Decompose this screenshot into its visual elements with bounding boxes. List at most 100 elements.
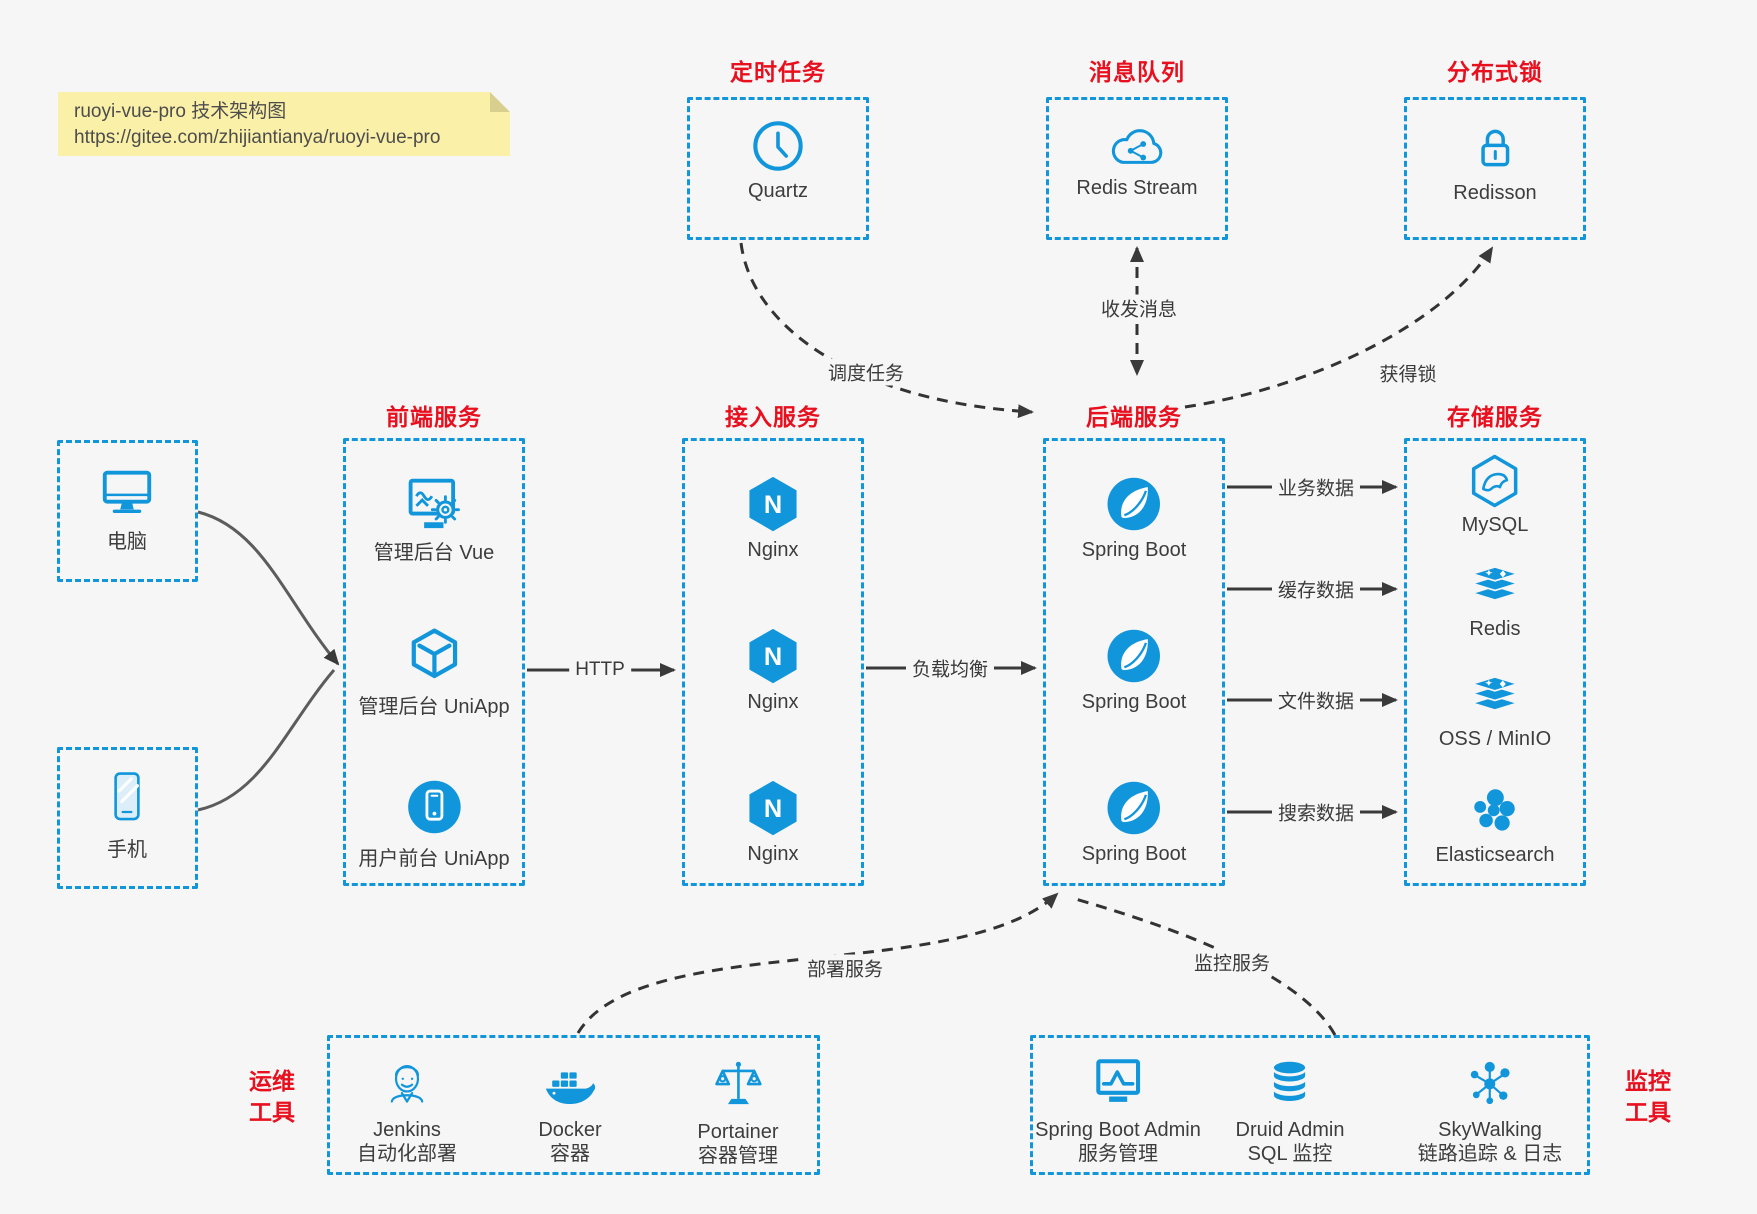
edge-label-acquire-lock: 获得锁 [1373, 359, 1443, 387]
nginx-letter: N [764, 795, 782, 823]
spring-boot-node: Spring Boot [1081, 778, 1187, 866]
spring-boot-admin-desc: 服务管理 [1078, 1143, 1158, 1165]
mobile-client-box [57, 747, 198, 889]
gateway-group-title: 接入服务 [725, 404, 821, 430]
spring-boot-admin-node: Spring Boot Admin 服务管理 [1035, 1054, 1201, 1166]
admin-uniapp-label: 管理后台 UniApp [358, 696, 510, 718]
portainer-label: Portainer [697, 1121, 779, 1143]
portainer-desc: 容器管理 [698, 1145, 778, 1167]
monitoring-title-line1: 监控 [1625, 1068, 1671, 1094]
jenkins-icon [390, 1065, 424, 1103]
edge-label-search-data: 搜索数据 [1271, 798, 1361, 826]
elasticsearch-label: Elasticsearch [1435, 844, 1555, 866]
edge-label-business-data: 业务数据 [1271, 473, 1361, 501]
nginx-letter: N [764, 491, 782, 519]
desktop-client-label: 电脑 [107, 531, 147, 553]
spring-boot-label: Spring Boot [1081, 539, 1187, 561]
cloud-stream-icon [1111, 129, 1162, 164]
druid-admin-desc: SQL 监控 [1247, 1143, 1333, 1165]
note-title: ruoyi-vue-pro 技术架构图 [74, 101, 287, 122]
monitor-pulse-icon [1096, 1059, 1140, 1102]
quartz-node: Quartz [748, 117, 808, 203]
edge-label-load-balance: 负载均衡 [905, 654, 995, 682]
mq-group-box [1046, 97, 1228, 240]
nginx-label: Nginx [747, 843, 799, 865]
note-url: https://gitee.com/zhijiantianya/ruoyi-vu… [74, 127, 441, 148]
jenkins-node: Jenkins 自动化部署 [357, 1056, 457, 1166]
admin-uniapp-node: 管理后台 UniApp [358, 625, 510, 719]
cube-icon [411, 628, 457, 679]
lock-group-box [1404, 97, 1586, 240]
elasticsearch-icon [1474, 789, 1516, 831]
oss-minio-node: OSS / MinIO [1439, 671, 1551, 751]
mysql-label: MySQL [1461, 514, 1529, 536]
spring-boot-label: Spring Boot [1081, 691, 1187, 713]
redis-node: Redis [1467, 561, 1523, 641]
spring-icon [1107, 477, 1161, 531]
spring-icon [1107, 629, 1161, 683]
monitoring-title-line2: 工具 [1625, 1099, 1671, 1125]
redisson-node: Redisson [1453, 119, 1537, 205]
spring-boot-label: Spring Boot [1081, 843, 1187, 865]
frontend-group-title: 前端服务 [386, 404, 482, 430]
edge-acquire-lock-arrow [1184, 246, 1494, 409]
clock-icon [753, 121, 803, 171]
mobile-icon [114, 772, 140, 821]
nginx-label: Nginx [747, 691, 799, 713]
spring-icon [1107, 781, 1161, 835]
admin-vue-label: 管理后台 Vue [373, 542, 495, 564]
edge-label-http: HTTP [569, 659, 631, 681]
quartz-label: Quartz [747, 180, 809, 202]
docker-icon [545, 1072, 595, 1105]
ops-group-box [327, 1035, 820, 1175]
mq-group-title: 消息队列 [1089, 59, 1185, 85]
ops-group-title: 运维 工具 [230, 1066, 314, 1128]
oss-icon [1469, 675, 1521, 712]
edge-schedule-task-arrow [739, 242, 1034, 419]
user-app-icon [407, 780, 461, 834]
frontend-group-box [343, 438, 525, 886]
scheduler-group-box [687, 97, 869, 240]
database-icon [1273, 1060, 1307, 1103]
lock-group-title: 分布式锁 [1447, 59, 1543, 85]
spring-boot-node: Spring Boot [1081, 474, 1187, 562]
docker-node: Docker 容器 [538, 1060, 602, 1166]
note-fold-corner [490, 92, 510, 112]
ops-title-line2: 工具 [249, 1099, 295, 1125]
nginx-icon: N [749, 780, 797, 836]
druid-admin-label: Druid Admin [1235, 1119, 1345, 1141]
nginx-node: N Nginx [744, 626, 802, 714]
nginx-node: N Nginx [744, 778, 802, 866]
desktop-icon [102, 470, 152, 513]
nginx-icon: N [749, 476, 797, 532]
skywalking-desc: 链路追踪 & 日志 [1417, 1143, 1563, 1165]
sticky-note: ruoyi-vue-pro 技术架构图 https://gitee.com/zh… [58, 92, 510, 156]
lock-icon [1480, 129, 1509, 167]
topology-icon [1471, 1061, 1510, 1105]
spring-boot-node: Spring Boot [1081, 626, 1187, 714]
portainer-node: Portainer 容器管理 [697, 1056, 779, 1168]
storage-group-box [1404, 438, 1586, 886]
monitoring-group-box [1030, 1035, 1590, 1175]
druid-admin-node: Druid Admin SQL 监控 [1235, 1056, 1345, 1166]
edge-label-message: 收发消息 [1094, 294, 1184, 322]
mysql-icon [1472, 454, 1518, 508]
mobile-client-label: 手机 [107, 839, 147, 861]
nginx-label: Nginx [747, 539, 799, 561]
user-uniapp-node: 用户前台 UniApp [358, 777, 510, 871]
user-uniapp-label: 用户前台 UniApp [358, 848, 510, 870]
spring-boot-admin-label: Spring Boot Admin [1035, 1119, 1201, 1141]
edge-label-file-data: 文件数据 [1271, 686, 1361, 714]
redis-stream-node: Redis Stream [1076, 118, 1198, 200]
redis-label: Redis [1469, 618, 1521, 640]
portainer-icon [714, 1061, 762, 1105]
jenkins-label: Jenkins [373, 1119, 441, 1141]
edge-desktop-to-frontend [197, 510, 340, 666]
nginx-node: N Nginx [744, 474, 802, 562]
edge-label-deploy-service: 部署服务 [800, 954, 890, 982]
edge-mobile-to-frontend [197, 669, 336, 812]
docker-desc: 容器 [549, 1143, 590, 1165]
backend-group-box [1043, 438, 1225, 886]
redis-icon [1469, 565, 1521, 602]
